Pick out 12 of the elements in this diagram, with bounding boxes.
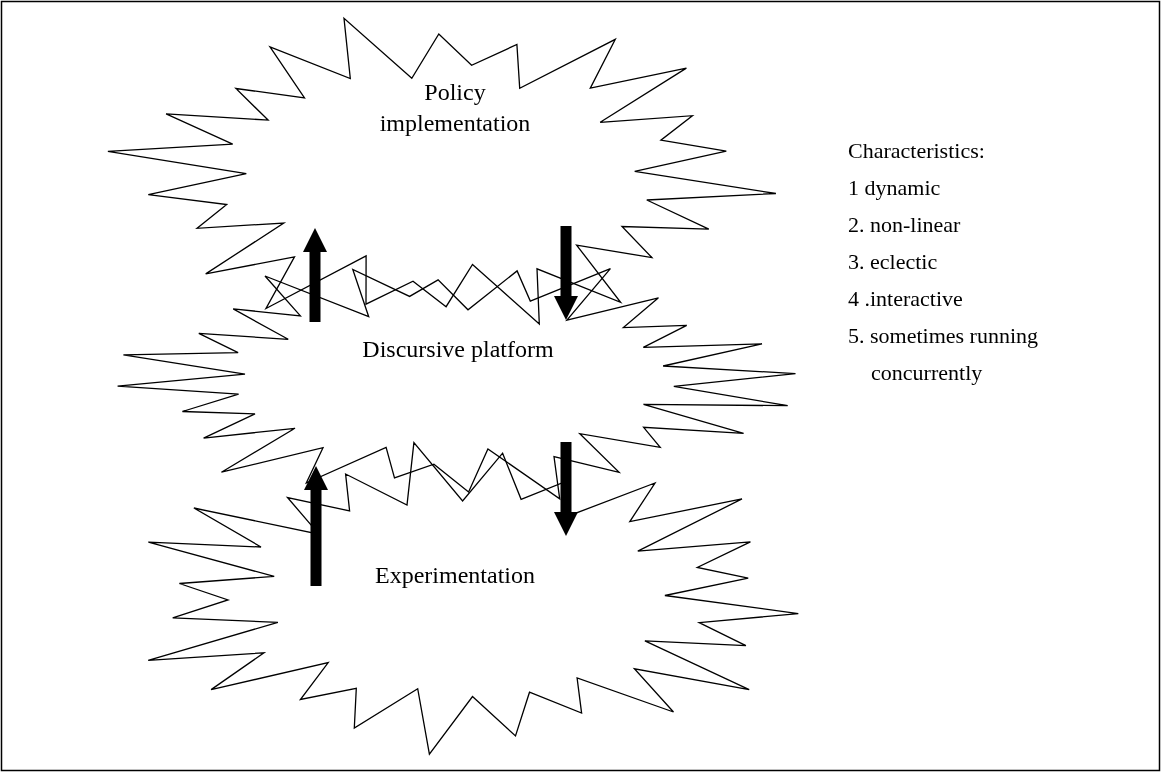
list-item: 1 dynamic [848,174,942,202]
node-label: Experimentation [374,561,536,591]
arrow [554,442,578,536]
arrow [303,228,327,322]
list-item: 3. eclectic [848,248,939,276]
list-item: 2. non-linear [848,211,962,239]
node-label: Discursive platform [361,335,555,365]
list-item: Characteristics: [848,137,986,165]
list-item: 5. sometimes running concurrently [848,322,1040,387]
node-label: Policy implementation [378,77,532,138]
list-item: 4 .interactive [848,285,964,313]
arrow [554,226,578,320]
